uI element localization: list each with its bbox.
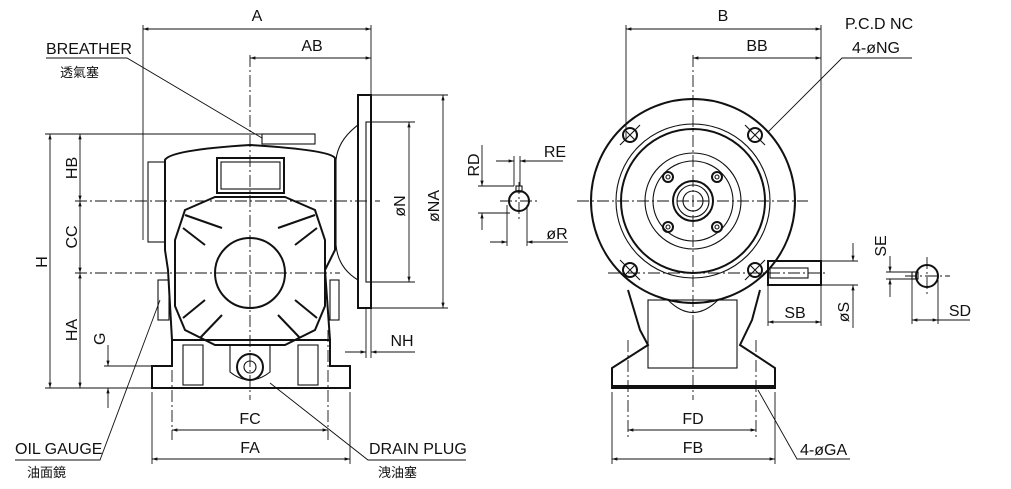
dim-NA: øNA — [426, 190, 443, 222]
motor-flange — [590, 98, 796, 304]
pcd-label: P.C.D NC — [845, 16, 913, 33]
dim-HA: HA — [64, 319, 81, 342]
side-cover — [147, 161, 166, 243]
nameplate — [216, 157, 285, 194]
dim-RE: RE — [544, 144, 566, 161]
dim-FA: FA — [240, 440, 260, 457]
flange-bolt-holes — [619, 124, 766, 281]
drain-plug — [236, 353, 264, 381]
dim-CC: CC — [64, 225, 81, 248]
breather-cap — [261, 133, 316, 145]
dim-FC: FC — [239, 411, 260, 428]
drain-plug-label-zh: 洩油塞 — [378, 465, 417, 481]
base-holes-label: 4-øGA — [800, 442, 847, 459]
dim-N: øN — [392, 195, 409, 216]
dim-S: øS — [836, 302, 853, 322]
dim-G: G — [92, 333, 109, 345]
dim-B: B — [718, 8, 729, 25]
dim-FB: FB — [683, 440, 703, 457]
gearbox-housing — [164, 143, 336, 341]
dim-RD: RD — [466, 153, 483, 176]
dim-SE: SE — [873, 235, 890, 256]
dim-A: A — [252, 8, 263, 25]
dim-SD: SD — [949, 303, 971, 320]
dim-SB: SB — [784, 305, 805, 322]
front-housing — [611, 289, 776, 389]
output-bore — [214, 237, 286, 309]
breather-label-zh: 透氣塞 — [60, 65, 99, 81]
front-view: B BB SB øS FD FB P.C.D NC 4-øNG 4-øGA — [577, 8, 913, 464]
breather-label: BREATHER — [46, 41, 132, 58]
dim-NH: NH — [390, 333, 413, 350]
dim-FD: FD — [682, 411, 703, 428]
side-view: A AB H HB CC HA G øN øNA NH FC FA BREATH… — [15, 8, 467, 481]
oil-gauge — [157, 279, 170, 321]
drain-plug-label: DRAIN PLUG — [369, 441, 467, 458]
output-flange — [357, 94, 372, 309]
tapped-holes — [662, 171, 723, 233]
flange-holes-label: 4-øNG — [852, 40, 900, 57]
dim-BB: BB — [746, 38, 767, 55]
dim-AB: AB — [301, 38, 322, 55]
oil-gauge-label-zh: 油面鏡 — [27, 466, 66, 481]
dim-R: øR — [546, 226, 567, 243]
dim-H: H — [34, 256, 51, 268]
input-keyway-detail: SE SD — [873, 235, 971, 324]
output-keyway-detail: RD RE øR — [466, 144, 568, 246]
worm-wheel-housing — [174, 196, 326, 346]
dim-HB: HB — [64, 157, 81, 179]
oil-gauge-label: OIL GAUGE — [15, 441, 102, 458]
output-hollow-shaft — [672, 180, 714, 222]
